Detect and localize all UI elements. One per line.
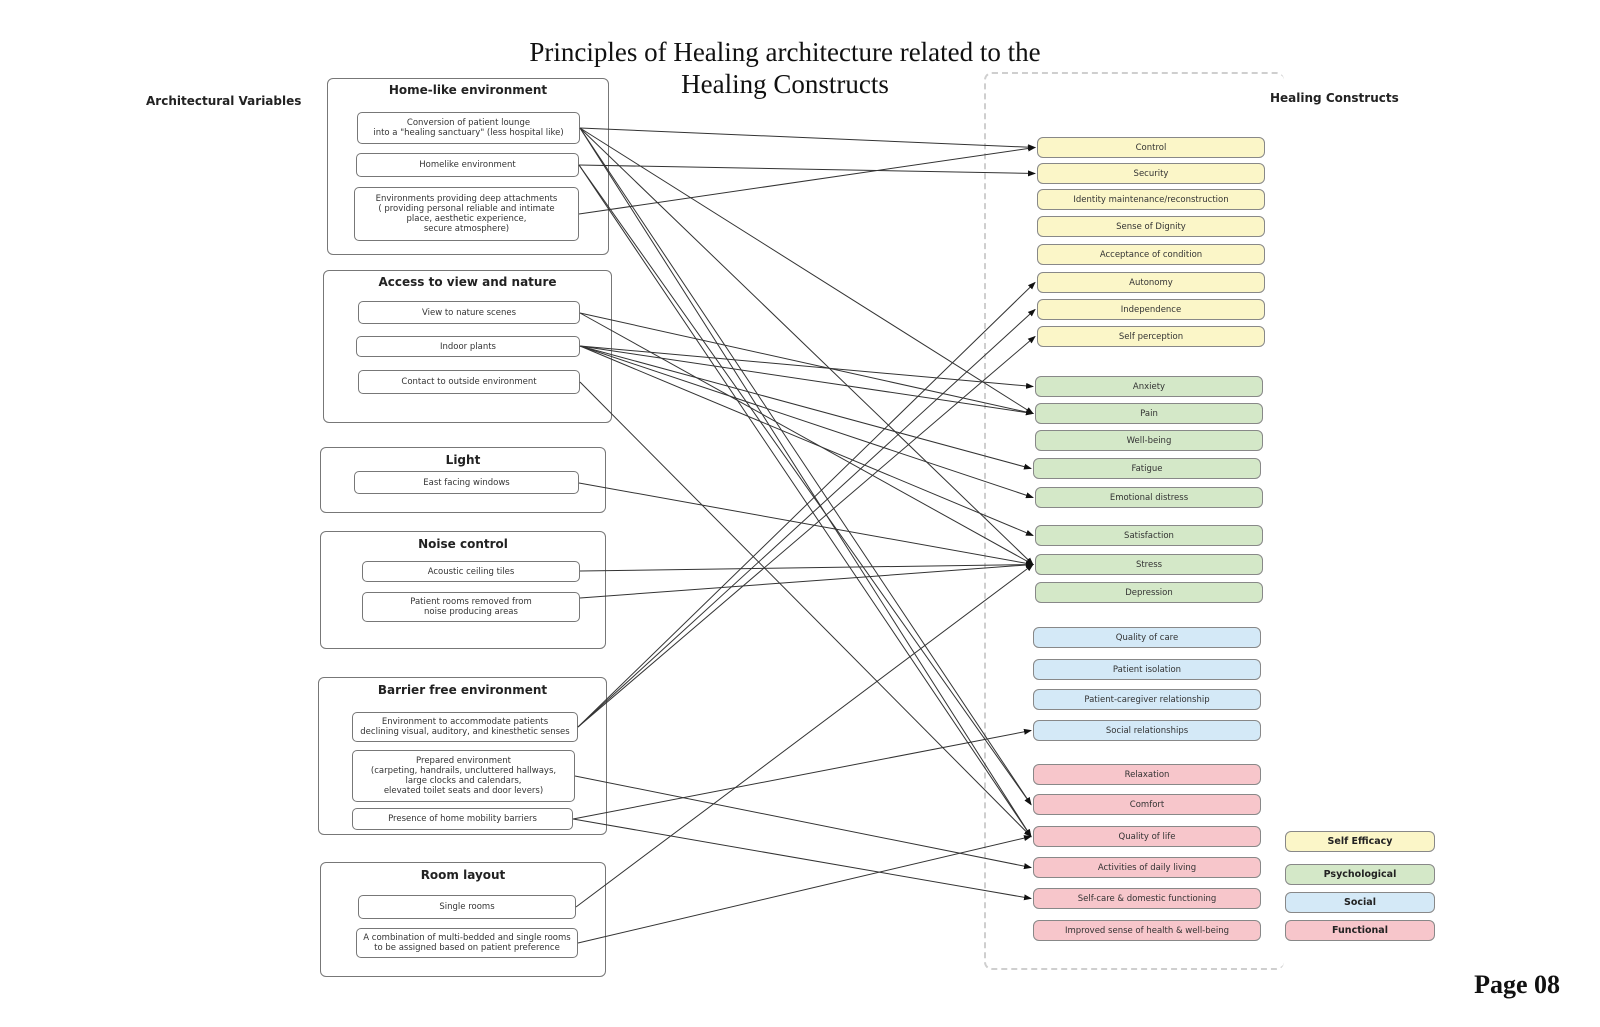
group-title: Home-like environment [388, 83, 548, 97]
title-line-1: Principles of Healing architecture relat… [529, 37, 1041, 67]
link-indoor-plants-to-anxiety [579, 345, 1034, 389]
legend-psychological: Psychological [1285, 864, 1435, 885]
link-east-facing-windows-to-stress [578, 482, 1034, 567]
construct-self-perception: Self perception [1037, 326, 1265, 347]
construct-emotional-distress: Emotional distress [1035, 487, 1263, 508]
variable-multi-bedded-and-single-rooms: A combination of multi-bedded and single… [356, 928, 578, 958]
construct-well-being: Well-being [1035, 430, 1263, 451]
link-environments-providing-deep-attachments-to-control [578, 145, 1036, 215]
link-contact-to-outside-environment-to-quality-of-life [579, 381, 1032, 838]
construct-control: Control [1037, 137, 1265, 158]
construct-activities-of-daily-living: Activities of daily living [1033, 857, 1261, 878]
link-conversion-of-patient-lounge-to-control [579, 127, 1036, 151]
link-view-to-nature-scenes-to-pain [579, 312, 1034, 415]
construct-patient-caregiver-relationship: Patient-caregiver relationship [1033, 689, 1261, 710]
construct-self-care-domestic-functioning: Self-care & domestic functioning [1033, 888, 1261, 909]
group-room-layout: Room layout [320, 862, 606, 977]
variable-home-mobility-barriers: Presence of home mobility barriers [352, 808, 573, 830]
group-title: Room layout [420, 868, 506, 882]
construct-identity-maintenance-reconstruction: Identity maintenance/reconstruction [1037, 189, 1265, 210]
construct-quality-of-care: Quality of care [1033, 627, 1261, 648]
group-noise-control: Noise control [320, 531, 606, 649]
variable-patient-rooms-removed: Patient rooms removed from noise produci… [362, 592, 580, 622]
variable-prepared-environment: Prepared environment (carpeting, handrai… [352, 750, 575, 802]
group-title: Access to view and nature [378, 275, 557, 289]
link-indoor-plants-to-pain [579, 345, 1034, 416]
link-conversion-of-patient-lounge-to-quality-of-life [579, 127, 1032, 838]
legend-self-efficacy: Self Efficacy [1285, 831, 1435, 852]
link-homelike-environment-to-security [578, 164, 1036, 177]
page-number: Page 08 [1474, 970, 1560, 999]
construct-improved-sense-of-health-well-being: Improved sense of health & well-being [1033, 920, 1261, 941]
link-indoor-plants-to-emotional-distress [579, 345, 1034, 499]
construct-acceptance-of-condition: Acceptance of condition [1037, 244, 1265, 265]
architectural-variables-heading: Architectural Variables [146, 94, 302, 108]
link-homelike-environment-to-quality-of-life [578, 164, 1032, 838]
variable-east-facing-windows: East facing windows [354, 471, 579, 494]
construct-satisfaction: Satisfaction [1035, 525, 1263, 546]
link-conversion-of-patient-lounge-to-comfort [579, 127, 1032, 806]
construct-pain: Pain [1035, 403, 1263, 424]
link-view-to-nature-scenes-to-stress [579, 312, 1034, 565]
construct-relaxation: Relaxation [1033, 764, 1261, 785]
construct-social-relationships: Social relationships [1033, 720, 1261, 741]
link-single-rooms-to-stress [575, 563, 1034, 908]
title-line-2: Healing Constructs [681, 69, 889, 99]
variable-indoor-plants: Indoor plants [356, 336, 580, 357]
construct-comfort: Comfort [1033, 794, 1261, 815]
variable-single-rooms: Single rooms [358, 895, 576, 919]
group-title: Barrier free environment [377, 683, 548, 697]
construct-patient-isolation: Patient isolation [1033, 659, 1261, 680]
link-conversion-of-patient-lounge-to-stress [579, 127, 1034, 566]
link-environment-to-accommodate-patients-to-self-perception [577, 335, 1036, 728]
construct-sense-of-dignity: Sense of Dignity [1037, 216, 1265, 237]
link-a-combination-of-multi-bedded-and-single-rooms-to-quality-of-life [577, 835, 1032, 944]
legend-social: Social [1285, 892, 1435, 913]
group-title: Noise control [418, 537, 508, 551]
construct-autonomy: Autonomy [1037, 272, 1265, 293]
link-homelike-environment-to-comfort [578, 164, 1032, 806]
link-patient-rooms-removed-from-noise-producing-areas-to-stress [579, 562, 1034, 599]
group-title: Light [445, 453, 481, 467]
construct-anxiety: Anxiety [1035, 376, 1263, 397]
variable-deep-attachments: Environments providing deep attachments … [354, 187, 579, 241]
link-environment-to-accommodate-patients-to-independence [577, 308, 1036, 728]
variable-view-to-nature: View to nature scenes [358, 301, 580, 324]
construct-quality-of-life: Quality of life [1033, 826, 1261, 847]
link-indoor-plants-to-fatigue [579, 345, 1032, 470]
legend-functional: Functional [1285, 920, 1435, 941]
construct-fatigue: Fatigue [1033, 458, 1261, 479]
link-indoor-plants-to-satisfaction [579, 345, 1034, 536]
diagram-title: Principles of Healing architecture relat… [505, 36, 1065, 100]
variable-patient-lounge: Conversion of patient lounge into a "hea… [357, 112, 580, 144]
construct-stress: Stress [1035, 554, 1263, 575]
variable-acoustic-ceiling-tiles: Acoustic ceiling tiles [362, 561, 580, 582]
link-prepared-environment-to-activities-of-daily-living [574, 775, 1032, 870]
construct-security: Security [1037, 163, 1265, 184]
construct-depression: Depression [1035, 582, 1263, 603]
construct-independence: Independence [1037, 299, 1265, 320]
healing-constructs-heading: Healing Constructs [1270, 91, 1399, 105]
link-environment-to-accommodate-patients-to-autonomy [577, 281, 1036, 728]
link-conversion-of-patient-lounge-to-pain [579, 127, 1034, 415]
link-presence-of-home-mobility-barriers-to-social-relationships [572, 728, 1032, 820]
link-acoustic-ceiling-tiles-to-stress [579, 561, 1034, 572]
link-presence-of-home-mobility-barriers-to-self-care-domestic-functioning [572, 818, 1032, 901]
variable-homelike-environment: Homelike environment [356, 153, 579, 177]
variable-contact-outside: Contact to outside environment [358, 370, 580, 394]
variable-accommodate-declining-senses: Environment to accommodate patients decl… [352, 712, 578, 742]
